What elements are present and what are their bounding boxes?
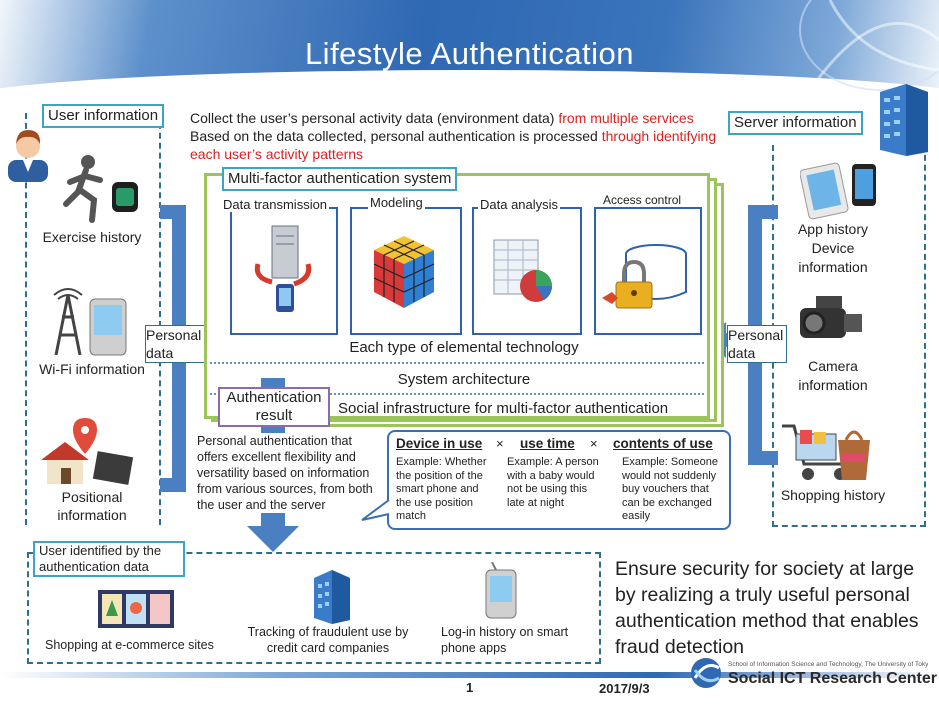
lock-database-icon <box>602 244 687 309</box>
page-number: 1 <box>466 680 474 695</box>
wifi-tower-phone-icon <box>53 288 127 356</box>
intro-line-2: Based on the data collected, personal au… <box>190 128 602 144</box>
architecture-text: System architecture <box>397 371 531 388</box>
elemental-tech-text: Each type of elemental technology <box>349 339 579 356</box>
tech-box-analysis <box>472 207 582 335</box>
server-item-shopping: Shopping history <box>780 487 886 503</box>
factor-head-device: Device in use <box>396 436 483 451</box>
auth-result-label: Authentication result <box>218 387 330 427</box>
factor-head-time: use time <box>520 436 575 451</box>
page-title: Lifestyle Authentication <box>304 36 635 71</box>
server-item-camera: Camera information <box>798 358 868 393</box>
smartphone-icon <box>485 562 517 619</box>
intro-line-1: Collect the user’s personal activity dat… <box>190 110 559 126</box>
tablet-phone-icon <box>800 162 876 220</box>
location-house-icon <box>41 418 134 485</box>
cube-model-icon <box>373 236 435 308</box>
system-divider-2 <box>210 393 704 395</box>
factor-times-2: × <box>590 436 598 451</box>
server-item-app-history: App history Device information <box>797 221 869 275</box>
intro-line-3: each user’s activity patterns <box>190 146 364 162</box>
footer-date: 2017/9/3 <box>599 681 650 696</box>
spreadsheet-chart-icon <box>493 239 553 302</box>
tech-label-access: Access control <box>601 193 684 207</box>
result-arrow-down-icon <box>247 526 299 552</box>
tech-label-modeling: Modeling <box>368 195 425 210</box>
server-info-label: Server information <box>728 111 863 135</box>
ecommerce-storefront-icon <box>98 590 174 628</box>
auth-result-desc: Personal authentication that offers exce… <box>197 433 385 513</box>
globe-decoration-icon <box>799 0 939 91</box>
user-info-label: User information <box>42 104 165 128</box>
intro-line-2-highlight: through identifying <box>601 128 717 144</box>
shopping-cart-icon <box>782 424 870 480</box>
factor-times-1: × <box>496 436 504 451</box>
header-banner <box>0 0 939 100</box>
user-item-wifi: Wi-Fi information <box>39 361 145 377</box>
tech-label-analysis: Data analysis <box>478 197 561 212</box>
research-center-logo-icon <box>691 658 721 688</box>
infrastructure-text: Social infrastructure for multi-factor a… <box>338 400 669 417</box>
server-sync-icon <box>254 225 312 312</box>
camera-icon <box>800 296 862 338</box>
identified-item-tracking: Tracking of fraudulent use by credit car… <box>247 625 409 655</box>
personal-data-right: Personal data <box>727 325 787 363</box>
factor-example-device: Example: Whether the position of the sma… <box>396 456 487 522</box>
left-bracket-bottom <box>160 478 186 492</box>
footer-rule <box>0 672 939 678</box>
personal-data-left: Personal data <box>145 325 207 363</box>
credit-company-building-icon <box>314 570 350 624</box>
system-label: Multi-factor authentication system <box>222 167 458 191</box>
factor-example-contents: Example: Someone would not suddenly buy … <box>622 456 718 522</box>
user-item-exercise: Exercise history <box>42 229 142 245</box>
tech-label-transmission: Data transmission <box>221 197 330 212</box>
server-building-icon <box>880 84 928 156</box>
speech-tail-icon <box>361 499 390 521</box>
identified-item-ecommerce: Shopping at e-commerce sites <box>45 638 214 652</box>
footer-org-small: School of Information Science and Techno… <box>728 661 928 668</box>
factors-box <box>387 430 731 530</box>
user-item-positional: Positional information <box>57 489 127 523</box>
footer-org: Social ICT Research Center <box>728 670 937 687</box>
system-divider-1 <box>210 362 704 364</box>
user-avatar-icon <box>8 130 48 182</box>
identified-box <box>27 552 601 664</box>
intro-text: Collect the user’s personal activity dat… <box>190 109 730 163</box>
exercise-runner-icon <box>63 155 138 223</box>
identified-item-login: Log-in history on smart phone apps <box>441 625 569 655</box>
right-bracket-bottom <box>748 451 778 465</box>
conclusion-text: Ensure security for society at large by … <box>615 558 919 658</box>
intro-line-1-highlight: from multiple services <box>558 110 694 126</box>
user-info-box <box>25 113 161 525</box>
identified-label: User identified by the authentication da… <box>33 541 185 577</box>
factor-head-contents: contents of use <box>613 436 713 451</box>
factor-example-time: Example: A person with a baby would not … <box>507 456 599 509</box>
